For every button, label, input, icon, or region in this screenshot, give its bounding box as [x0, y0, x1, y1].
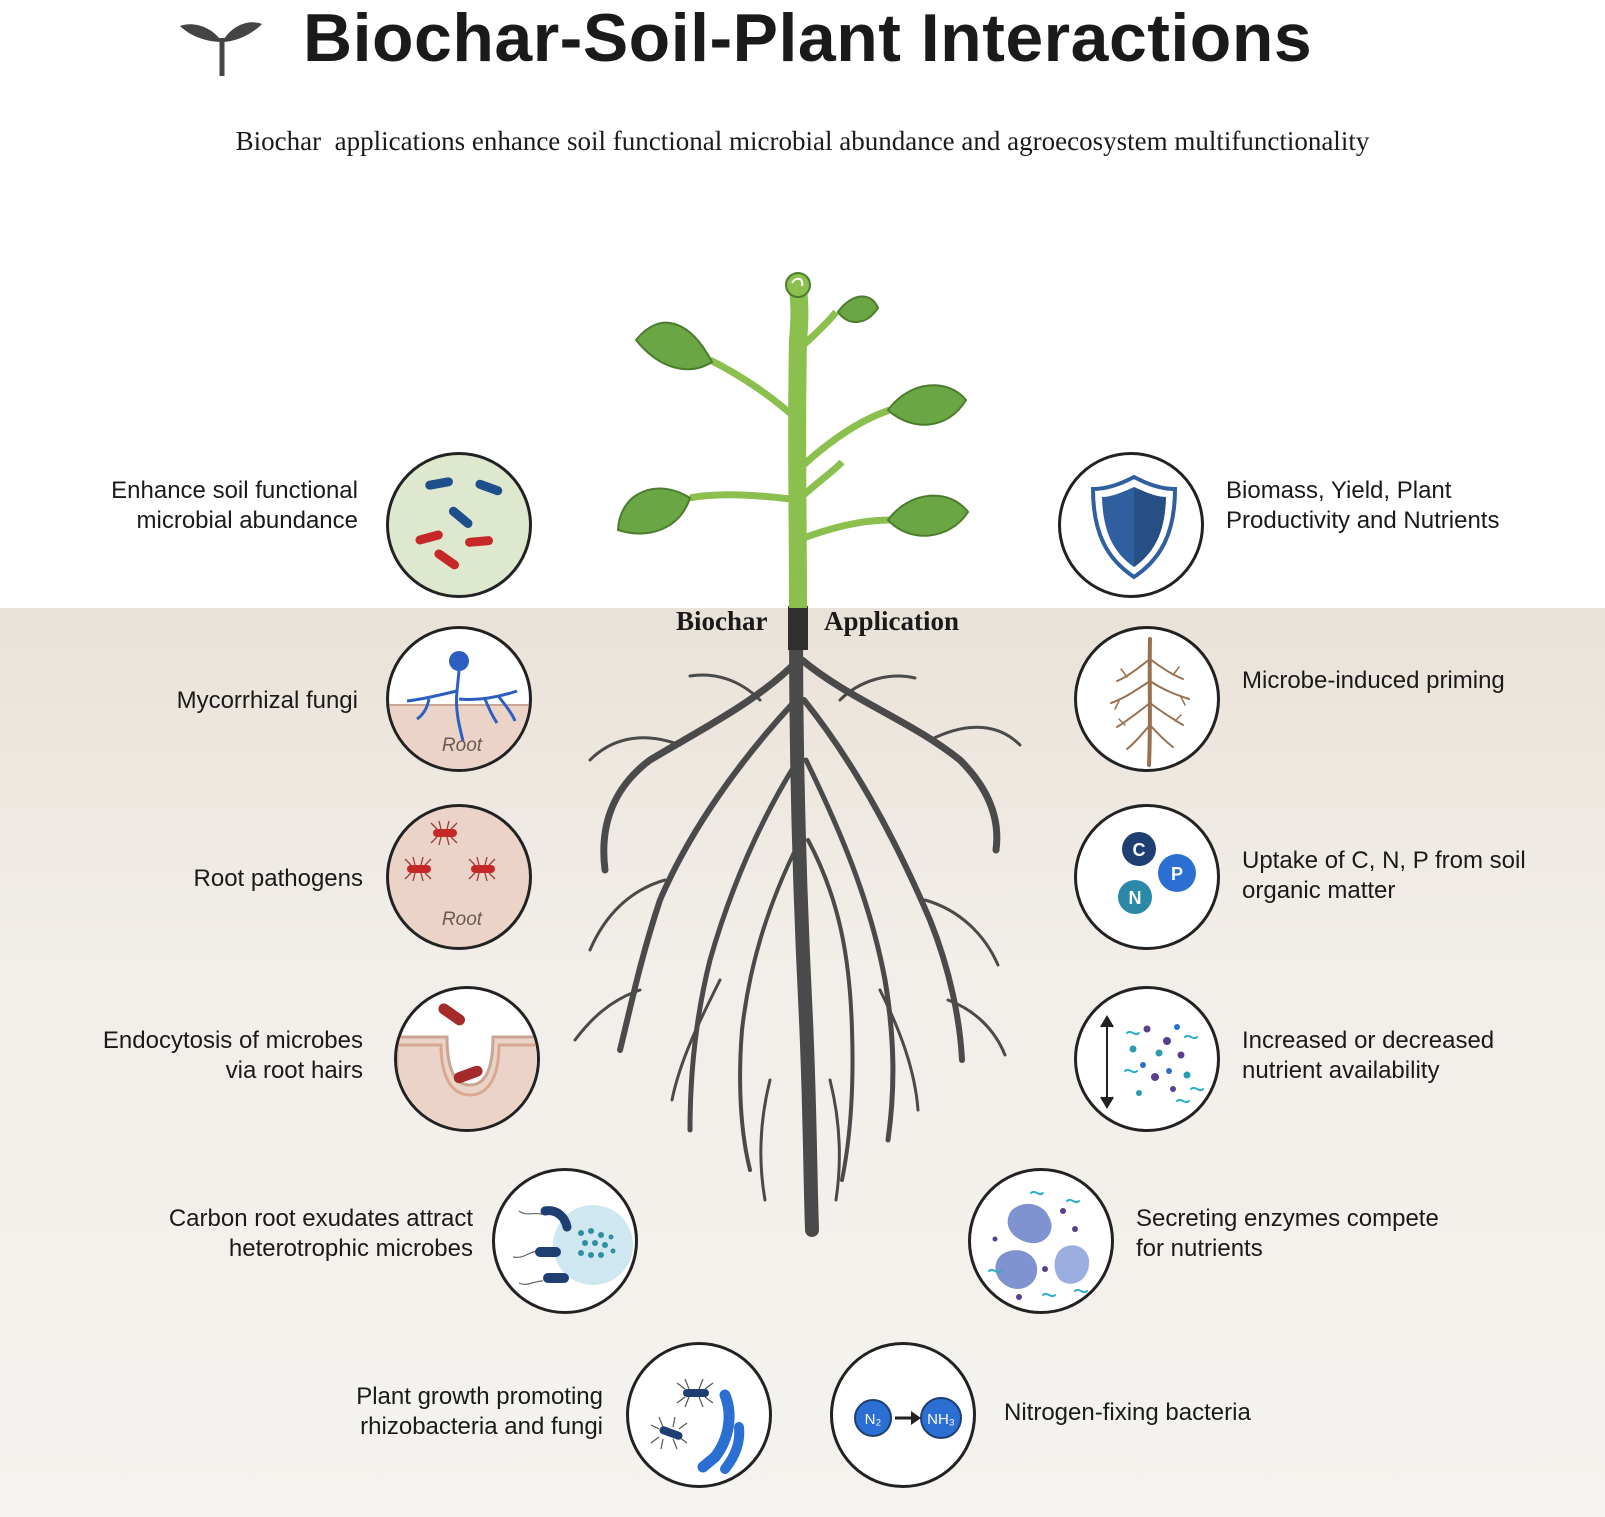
root-caption: Root	[442, 735, 483, 756]
label-carbon-exudates: Carbon root exudates attract heterotroph…	[168, 1205, 473, 1262]
nutrient-particles-icon	[1074, 986, 1220, 1132]
enzymes-icon	[968, 1168, 1114, 1314]
label-pgpr: Plant growth promoting rhizobacteria and…	[356, 1383, 603, 1440]
root-caption: Root	[442, 909, 483, 930]
label-biomass-yield: Biomass, Yield, Plant Productivity and N…	[1226, 477, 1500, 534]
nutrient-atoms-icon: C P N	[1074, 804, 1220, 950]
mycorrhiza-icon: Root	[386, 626, 532, 772]
pathogen-icon: Root	[386, 804, 532, 950]
application-word: Application	[824, 606, 960, 636]
sprout-icon	[180, 22, 262, 76]
label-mycorrhizal-fungi: Mycorrhizal fungi	[176, 687, 358, 714]
shield-icon	[1058, 452, 1204, 598]
atom-c-label: C	[1133, 840, 1146, 860]
root-system	[573, 623, 1022, 1237]
n2-label: N₂	[865, 1411, 882, 1428]
header: Biochar-Soil-Plant Interactions	[0, 0, 1605, 90]
label-microbe-priming: Microbe-induced priming	[1242, 667, 1505, 694]
nh3-label: NH₃	[927, 1411, 955, 1428]
label-uptake-cnp: Uptake of C, N, P from soil organic matt…	[1242, 847, 1526, 904]
label-secreting-enzymes: Secreting enzymes compete for nutrients	[1136, 1205, 1439, 1262]
label-endocytosis: Endocytosis of microbes via root hairs	[102, 1027, 363, 1084]
page-subtitle: Biochar applications enhance soil functi…	[235, 126, 1370, 156]
root-icon	[1074, 626, 1220, 772]
atom-p-label: P	[1171, 864, 1183, 884]
exudate-icon	[492, 1168, 638, 1314]
nitrogen-fixation-icon: N₂ NH₃	[830, 1342, 976, 1488]
bacteria-icon	[386, 452, 532, 598]
biochar-word: Biochar	[676, 606, 768, 636]
atom-n-label: N	[1129, 888, 1142, 908]
label-microbial-abundance: Enhance soil functional microbial abunda…	[111, 477, 358, 534]
label-nitrogen-fixing: Nitrogen-fixing bacteria	[1004, 1399, 1251, 1426]
label-nutrient-availability: Increased or decreased nutrient availabi…	[1242, 1027, 1495, 1084]
page-title: Biochar-Soil-Plant Interactions	[303, 0, 1313, 76]
label-root-pathogens: Root pathogens	[193, 865, 363, 892]
rhizobacteria-icon	[626, 1342, 772, 1488]
endocytosis-icon	[394, 986, 540, 1132]
